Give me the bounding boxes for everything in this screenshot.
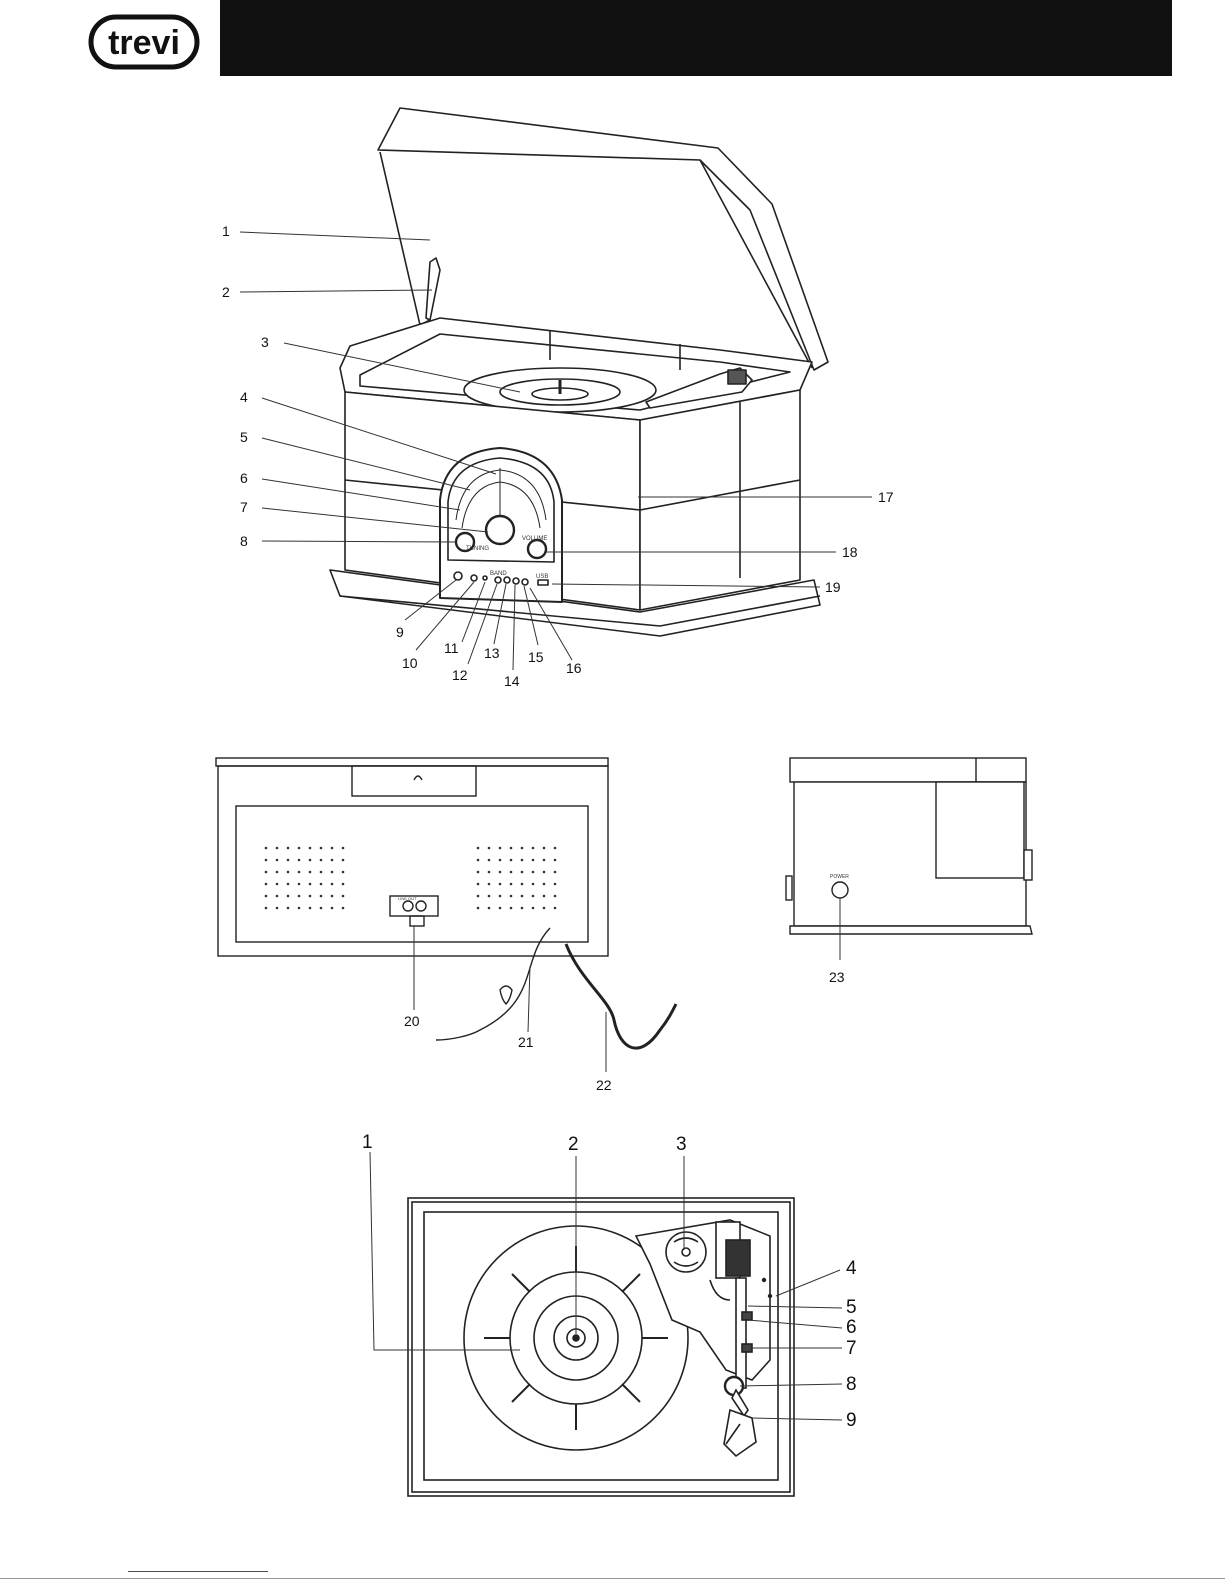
turntable-callout-3: 3 <box>676 1134 687 1155</box>
turntable-callout-5: 5 <box>846 1297 857 1318</box>
turntable-callout-2: 2 <box>568 1134 579 1155</box>
turntable-callout-8: 8 <box>846 1374 857 1395</box>
turntable-callout-7: 7 <box>846 1338 857 1359</box>
turntable-callout-1: 1 <box>362 1132 373 1153</box>
turntable-callout-9: 9 <box>846 1410 857 1431</box>
turntable-callout-4: 4 <box>846 1258 857 1279</box>
footer-link-underline[interactable] <box>128 1571 268 1572</box>
turntable-callout-6: 6 <box>846 1317 857 1338</box>
footer-rule <box>0 1578 1225 1579</box>
